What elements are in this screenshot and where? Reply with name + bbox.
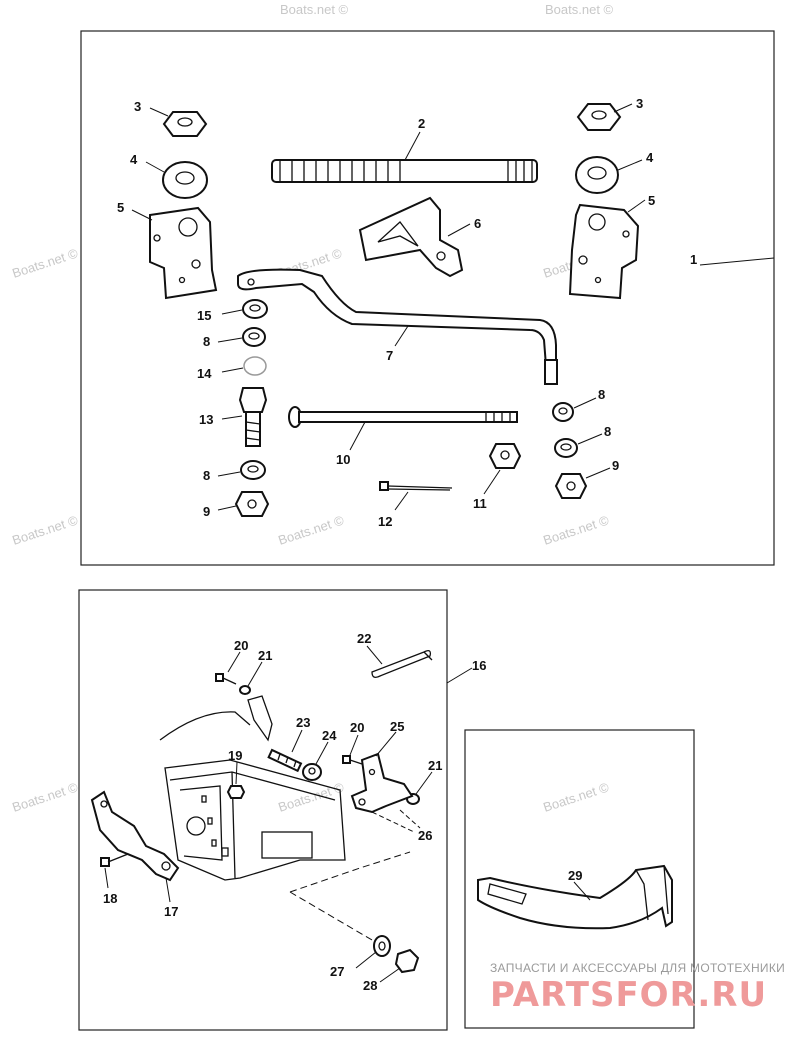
leader-1	[699, 257, 775, 266]
leader-26	[371, 809, 421, 833]
leader-16	[446, 667, 473, 684]
part-2-threaded-rod	[271, 159, 538, 183]
callout-17: 17	[164, 904, 178, 919]
callout-14: 14	[197, 366, 212, 381]
part-6-plate	[358, 196, 464, 278]
callout-16: 16	[472, 658, 486, 673]
watermarks: Boats.net © Boats.net © Boats.net © Boat…	[10, 2, 613, 815]
callout-5: 5	[117, 200, 124, 215]
callout-3: 3	[134, 99, 141, 114]
callout-6: 6	[474, 216, 481, 231]
callout-28: 28	[363, 978, 377, 993]
part-9-locknut	[554, 473, 588, 499]
link-arm	[247, 695, 273, 742]
callout-8: 8	[203, 334, 210, 349]
callout-21: 21	[258, 648, 272, 663]
part-11-nut	[488, 443, 522, 469]
part-5-left-bracket	[149, 206, 218, 300]
callout-15: 15	[197, 308, 211, 323]
watermark: Boats.net ©	[10, 245, 80, 280]
callout-9: 9	[612, 458, 619, 473]
bottom-left-callouts: 16 17 18 19 20 20 21 21 22 23 24 25 26 2…	[103, 631, 486, 993]
callout-27: 27	[330, 964, 344, 979]
callout-23: 23	[296, 715, 310, 730]
callout-3: 3	[636, 96, 643, 111]
part-8-washer	[240, 460, 266, 480]
callout-29: 29	[568, 868, 582, 883]
part-22-clip	[371, 650, 433, 678]
part-12-cotter-pin	[379, 481, 453, 491]
brand-logo: ЗАПЧАСТИ И АКСЕССУАРЫ ДЛЯ МОТОТЕХНИКИ PA…	[490, 961, 785, 1015]
part-8-washer	[554, 438, 578, 458]
callout-22: 22	[357, 631, 371, 646]
part-8-washer	[242, 327, 266, 347]
callout-8: 8	[203, 468, 210, 483]
callout-20: 20	[234, 638, 248, 653]
watermark: Boats.net ©	[276, 512, 346, 547]
callout-13: 13	[199, 412, 213, 427]
watermark: Boats.net ©	[545, 2, 614, 17]
part-3-left-nut	[162, 111, 208, 137]
part-14-bushing	[243, 356, 267, 376]
callout-9: 9	[203, 504, 210, 519]
bottom-right-panel-frame	[464, 729, 695, 1029]
callout-8: 8	[604, 424, 611, 439]
part-15-washer	[242, 299, 268, 319]
bottom-left-panel-frame	[78, 589, 448, 1031]
part-19-nut	[226, 785, 246, 799]
callout-11: 11	[473, 496, 487, 511]
callout-18: 18	[103, 891, 117, 906]
callout-12: 12	[378, 514, 392, 529]
part-20-screw	[215, 673, 237, 685]
part-28-nut	[394, 948, 420, 974]
part-20-screw	[342, 755, 363, 765]
callout-10: 10	[336, 452, 350, 467]
part-23-stud	[267, 748, 303, 773]
watermark: Boats.net ©	[541, 512, 611, 547]
part-17-bracket	[90, 790, 180, 882]
watermark: Boats.net ©	[280, 2, 349, 17]
part-4-right-washer	[575, 156, 619, 194]
part-21-washer	[239, 685, 251, 695]
part-9-locknut	[234, 491, 270, 517]
callout-8: 8	[598, 387, 605, 402]
part-13-bolt	[238, 387, 268, 447]
callout-4: 4	[130, 152, 138, 167]
callout-2: 2	[418, 116, 425, 131]
watermark: Boats.net ©	[276, 779, 346, 814]
callout-25: 25	[390, 719, 404, 734]
part-18-screw	[100, 853, 129, 867]
brand-name: PARTSFOR.RU	[490, 975, 767, 1015]
callout-26: 26	[418, 828, 432, 843]
part-10-pin	[288, 406, 518, 428]
part-24-bushing	[302, 763, 322, 781]
part-8-washer	[552, 402, 574, 422]
top-callouts: 1 2 3 3 4 4 5 5 6 7 8 8 8 8 9 9 10 11 12…	[117, 96, 697, 529]
top-panel-frame	[80, 30, 775, 566]
brand-tagline: ЗАПЧАСТИ И АКСЕССУАРЫ ДЛЯ МОТОТЕХНИКИ	[490, 961, 785, 975]
callout-24: 24	[322, 728, 337, 743]
callout-7: 7	[386, 348, 393, 363]
part-29-shoe	[477, 864, 673, 930]
callout-19: 19	[228, 748, 242, 763]
callout-21: 21	[428, 758, 442, 773]
watermark: Boats.net ©	[541, 779, 611, 814]
part-25-bracket	[350, 752, 414, 814]
watermark: Boats.net ©	[10, 512, 80, 547]
part-27-washer	[373, 935, 391, 957]
assembly-lines	[289, 851, 411, 941]
part-7-lever	[237, 268, 558, 385]
part-3-right-nut	[576, 103, 622, 131]
part-5-right-bracket	[568, 203, 640, 300]
callout-5: 5	[648, 193, 655, 208]
callout-4: 4	[646, 150, 654, 165]
callout-20: 20	[350, 720, 364, 735]
part-4-left-washer	[162, 161, 208, 199]
watermark: Boats.net ©	[10, 779, 80, 814]
callout-1: 1	[690, 252, 697, 267]
